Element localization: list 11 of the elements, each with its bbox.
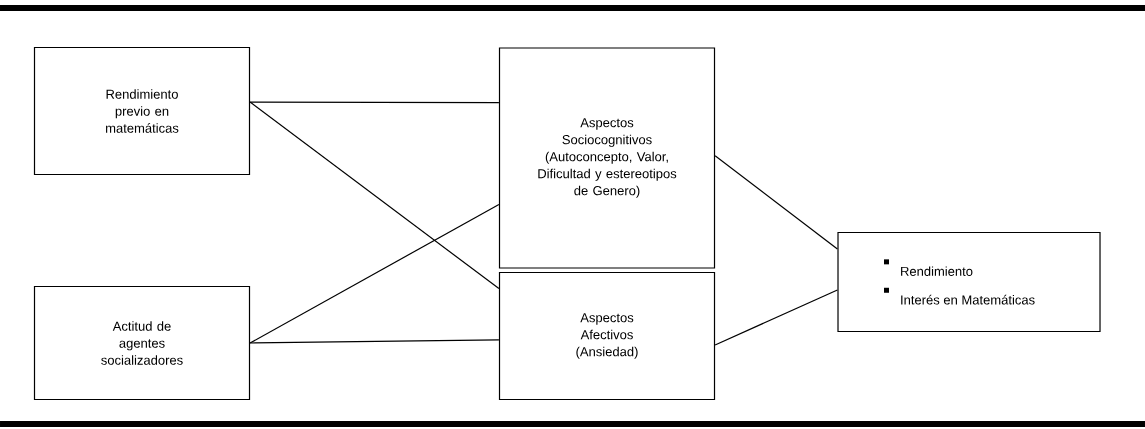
connector-line [249, 101, 500, 290]
connector-line [714, 155, 838, 250]
text-box: Aspectos Sociocognitivos (Autoconcepto, Valor, Dificultad y estereotipos de Genero) [498, 47, 716, 269]
connector-line [249, 339, 500, 344]
connector-line [714, 289, 838, 346]
connector-line [249, 101, 500, 104]
connector-line [249, 203, 500, 344]
text-box: Aspectos Afectivos (Ansiedad) [498, 271, 716, 401]
text-box: Rendimiento previo en matemáticas [33, 46, 251, 176]
text-box: Actitud de agentes socializadores [33, 285, 251, 401]
text-box: Rendimiento Interés en Matemáticas [837, 231, 1101, 333]
